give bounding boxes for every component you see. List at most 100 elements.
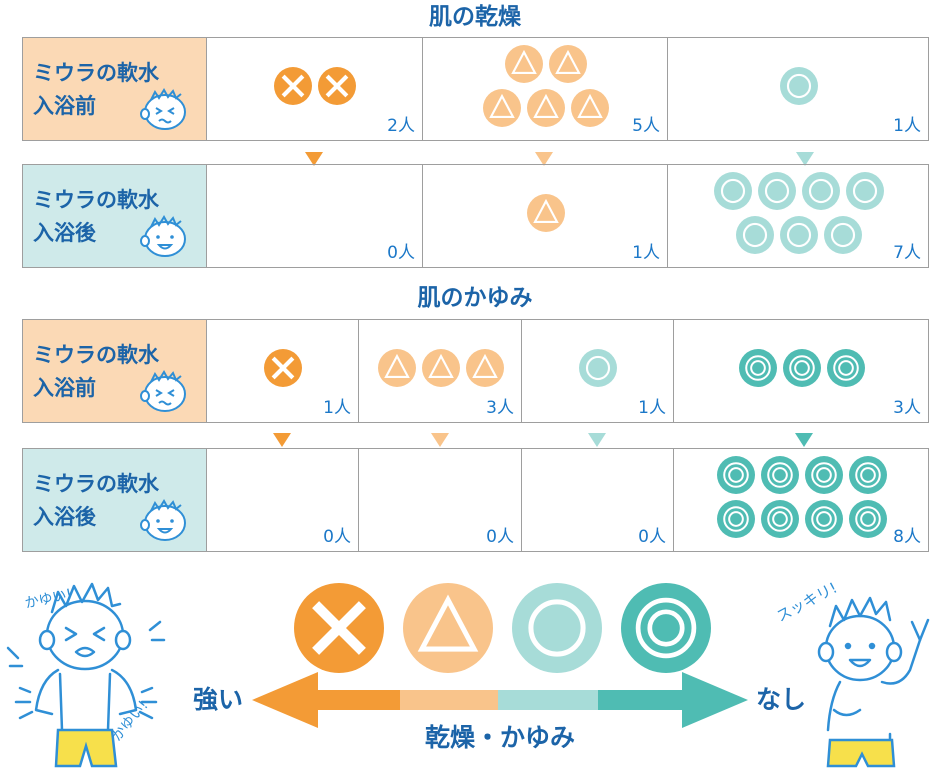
cross-icon	[274, 67, 312, 105]
scale-segment-strong	[316, 690, 400, 710]
legend-cross-icon	[294, 583, 384, 673]
scale-segment-triangle	[400, 690, 498, 710]
triangle-icon	[526, 89, 565, 127]
before-bath-label: ミウラの軟水 入浴前	[22, 37, 207, 141]
triangle-icon	[421, 349, 460, 387]
triangle-icon	[482, 89, 521, 127]
dryness-after-circle-cell: 7人	[668, 164, 929, 268]
down-arrow-icon	[795, 433, 813, 447]
down-arrow-icon	[431, 433, 449, 447]
double-circle-icon	[826, 349, 865, 387]
person-count: 1人	[893, 116, 921, 136]
person-count: 0人	[486, 527, 514, 547]
person-count: 2人	[387, 116, 415, 136]
itch-after-row: ミウラの軟水 入浴後 0人 0人 0人 8人	[22, 448, 929, 552]
dryness-after-row: ミウラの軟水 入浴後 0人 1人 7人	[22, 164, 929, 268]
triangle-icon	[570, 89, 609, 127]
scale-left-label: 強い	[193, 685, 244, 714]
person-count: 1人	[323, 398, 351, 418]
circle-icon	[845, 172, 884, 210]
itch-before-row: ミウラの軟水 入浴前 1人 3人 1人 3人	[22, 319, 929, 423]
itch-before-circle-cell: 1人	[522, 319, 674, 423]
triangle-icon	[526, 194, 565, 232]
itch-after-cross-cell: 0人	[207, 448, 359, 552]
double-circle-icon	[716, 500, 755, 538]
section-title-dryness: 肌の乾燥	[429, 4, 521, 30]
circle-icon	[579, 349, 617, 387]
label-line2: 入浴後	[33, 505, 96, 529]
dryness-before-circle-cell: 1人	[668, 37, 929, 141]
happy-face-icon	[140, 499, 186, 541]
itch-after-double-circle-cell: 8人	[674, 448, 929, 552]
down-arrow-icon	[588, 433, 606, 447]
legend-triangle-icon	[403, 583, 493, 673]
double-circle-icon	[848, 500, 887, 538]
triangle-icon	[548, 45, 587, 83]
itch-before-cross-cell: 1人	[207, 319, 359, 423]
happy-face-icon	[140, 215, 186, 257]
dryness-before-cross-cell: 2人	[207, 37, 423, 141]
circle-icon	[735, 216, 774, 254]
label-line2: 入浴前	[33, 94, 96, 118]
itchy-boy-illustration: かゆい! かゆい!	[6, 582, 166, 768]
double-circle-icon	[738, 349, 777, 387]
arrow-right-head	[682, 672, 748, 728]
person-count: 8人	[893, 527, 921, 547]
double-circle-icon	[848, 456, 887, 494]
label-line1: ミウラの軟水	[33, 472, 159, 496]
circle-icon	[757, 172, 796, 210]
after-bath-label: ミウラの軟水 入浴後	[22, 448, 207, 552]
triangle-icon	[465, 349, 504, 387]
circle-icon	[801, 172, 840, 210]
person-count: 1人	[632, 243, 660, 263]
triangle-icon	[377, 349, 416, 387]
double-circle-icon	[804, 500, 843, 538]
circle-icon	[823, 216, 862, 254]
scale-center-label: 乾燥・かゆみ	[424, 723, 575, 752]
down-arrow-icon	[305, 152, 323, 166]
dryness-after-cross-cell: 0人	[207, 164, 423, 268]
legend-circle-icon	[512, 583, 602, 673]
label-line1: ミウラの軟水	[33, 61, 159, 85]
dryness-before-row: ミウラの軟水 入浴前 2人 5人 1人	[22, 37, 929, 141]
person-count: 7人	[893, 243, 921, 263]
person-count: 0人	[323, 527, 351, 547]
person-count: 3人	[893, 398, 921, 418]
itchy-face-icon	[140, 88, 186, 130]
double-circle-icon	[804, 456, 843, 494]
legend-double-circle-icon	[621, 583, 711, 673]
person-count: 0人	[638, 527, 666, 547]
double-circle-icon	[760, 500, 799, 538]
dryness-after-triangle-cell: 1人	[423, 164, 668, 268]
circle-icon	[779, 216, 818, 254]
down-arrow-icon	[273, 433, 291, 447]
person-count: 3人	[486, 398, 514, 418]
person-count: 5人	[632, 116, 660, 136]
section-title-itchiness: 肌のかゆみ	[417, 285, 533, 311]
label-line2: 入浴後	[33, 221, 96, 245]
refreshed-exclamation: スッキリ!	[773, 579, 840, 626]
label-line2: 入浴前	[33, 376, 96, 400]
itch-after-circle-cell: 0人	[522, 448, 674, 552]
person-count: 1人	[638, 398, 666, 418]
before-bath-label: ミウラの軟水 入浴前	[22, 319, 207, 423]
person-count: 0人	[387, 243, 415, 263]
scale-right-label: なし	[756, 685, 807, 714]
label-line1: ミウラの軟水	[33, 188, 159, 212]
scale-segment-circle	[498, 690, 598, 710]
double-circle-icon	[782, 349, 821, 387]
itch-exclamation-bottom: かゆい!	[109, 698, 152, 745]
itch-after-triangle-cell: 0人	[359, 448, 522, 552]
after-bath-label: ミウラの軟水 入浴後	[22, 164, 207, 268]
dryness-before-triangle-cell: 5人	[423, 37, 668, 141]
circle-icon	[779, 67, 818, 105]
itchy-face-icon	[140, 370, 186, 412]
down-arrow-icon	[796, 152, 814, 166]
itch-before-triangle-cell: 3人	[359, 319, 522, 423]
cross-icon	[318, 67, 356, 105]
double-circle-icon	[760, 456, 799, 494]
label-line1: ミウラの軟水	[33, 343, 159, 367]
double-circle-icon	[716, 456, 755, 494]
scale-segment-double-circle	[598, 690, 682, 710]
refreshed-boy-illustration: スッキリ!	[773, 579, 930, 768]
